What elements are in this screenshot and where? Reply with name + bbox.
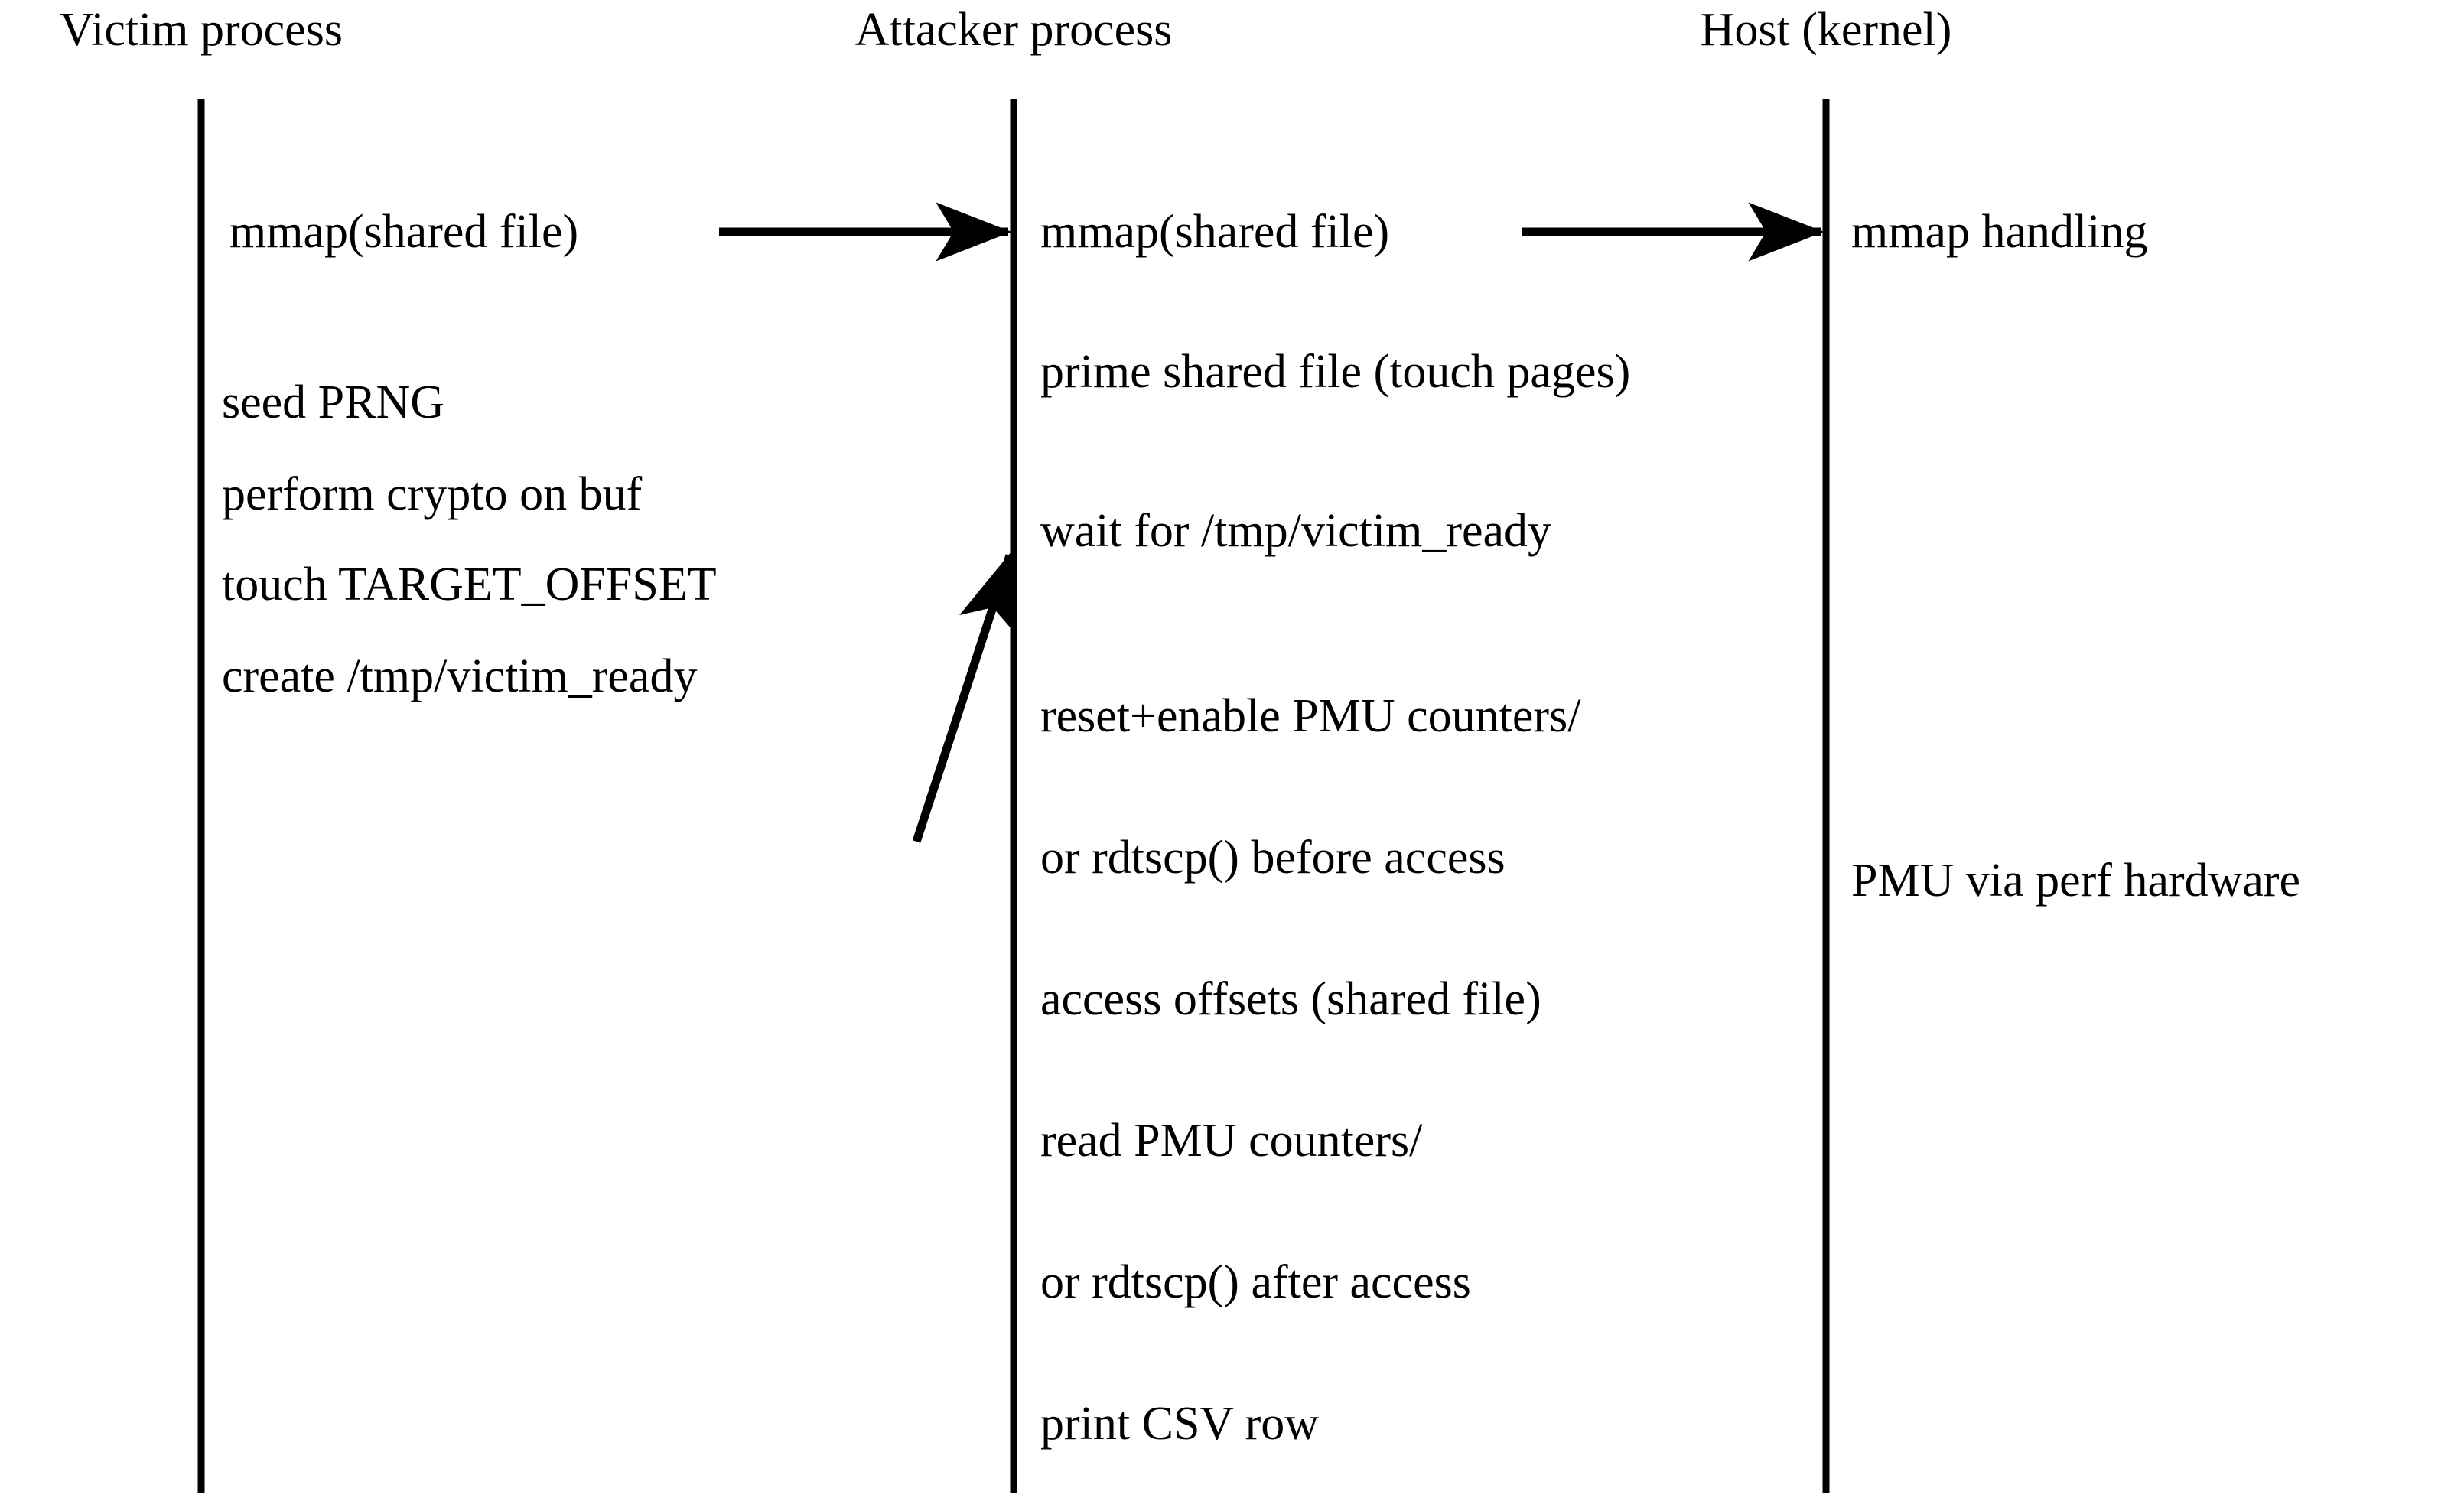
lifeline-header-host: Host (kernel) <box>1700 4 1952 56</box>
lifeline-header-attacker: Attacker process <box>854 4 1173 56</box>
step-victim-touch-target-offset: touch TARGET_OFFSET <box>222 558 717 611</box>
step-attacker-read-pmu: read PMU counters/ <box>1040 1115 1423 1167</box>
lifeline-victim <box>197 99 205 1493</box>
step-victim-perform-crypto: perform crypto on buf <box>222 468 643 520</box>
step-victim-seed-prng: seed PRNG <box>222 376 445 428</box>
step-attacker-wait-for-ready: wait for /tmp/victim_ready <box>1040 505 1552 557</box>
lifeline-header-victim: Victim process <box>60 4 343 56</box>
step-attacker-rdtscp-before: or rdtscp() before access <box>1040 832 1505 884</box>
step-victim-mmap: mmap(shared file) <box>229 206 579 258</box>
step-host-mmap-handling: mmap handling <box>1851 206 2148 258</box>
step-victim-create-ready-file: create /tmp/victim_ready <box>222 650 698 702</box>
step-attacker-print-csv-row: print CSV row <box>1040 1398 1320 1450</box>
step-attacker-mmap: mmap(shared file) <box>1040 206 1390 258</box>
lifeline-host <box>1822 99 1830 1493</box>
arrow-victim-ready-signal <box>912 552 1016 843</box>
step-host-pmu-perf-hardware: PMU via perf hardware <box>1851 855 2301 907</box>
step-attacker-prime-shared-file: prime shared file (touch pages) <box>1040 346 1631 398</box>
step-attacker-rdtscp-after: or rdtscp() after access <box>1040 1256 1471 1308</box>
step-attacker-reset-enable-pmu: reset+enable PMU counters/ <box>1040 690 1581 742</box>
step-attacker-access-offsets: access offsets (shared file) <box>1040 973 1541 1025</box>
lifeline-attacker <box>1010 99 1017 1493</box>
